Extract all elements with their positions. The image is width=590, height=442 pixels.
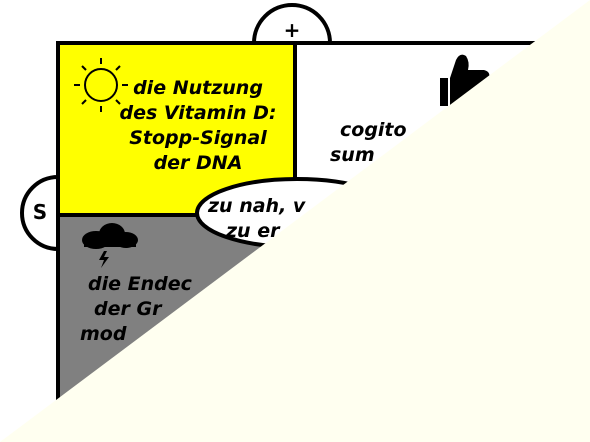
text-line: der DNA — [153, 152, 243, 174]
storm-cloud-icon — [82, 223, 138, 268]
text-line: cogito — [340, 119, 407, 141]
text-line: sum — [330, 144, 375, 166]
text-line: mod — [80, 323, 127, 345]
s-tab — [20, 174, 60, 252]
center-ellipse-text: zu nah, v zu er — [208, 194, 368, 244]
text-line: zu nah, v — [208, 195, 306, 217]
plus-tab — [251, 3, 333, 45]
text-line: Stopp-Signal — [129, 127, 267, 149]
text-line: des Vitamin D: — [119, 102, 277, 124]
s-symbol: S — [32, 200, 48, 224]
quadrant-top-right-text: cogito sum — [330, 118, 450, 168]
text-line: die Endec — [88, 273, 192, 295]
quadrant-bottom-left-text: die Endec der Gr mod — [78, 272, 238, 347]
text-line: zu er — [226, 220, 280, 242]
quadrant-top-left-text: die Nutzung des Vitamin D: Stopp-Signal … — [108, 76, 288, 176]
sun-icon — [74, 58, 128, 112]
text-line: der Gr — [94, 298, 162, 320]
plus-symbol: + — [283, 18, 301, 42]
text-line: die Nutzung — [133, 77, 263, 99]
